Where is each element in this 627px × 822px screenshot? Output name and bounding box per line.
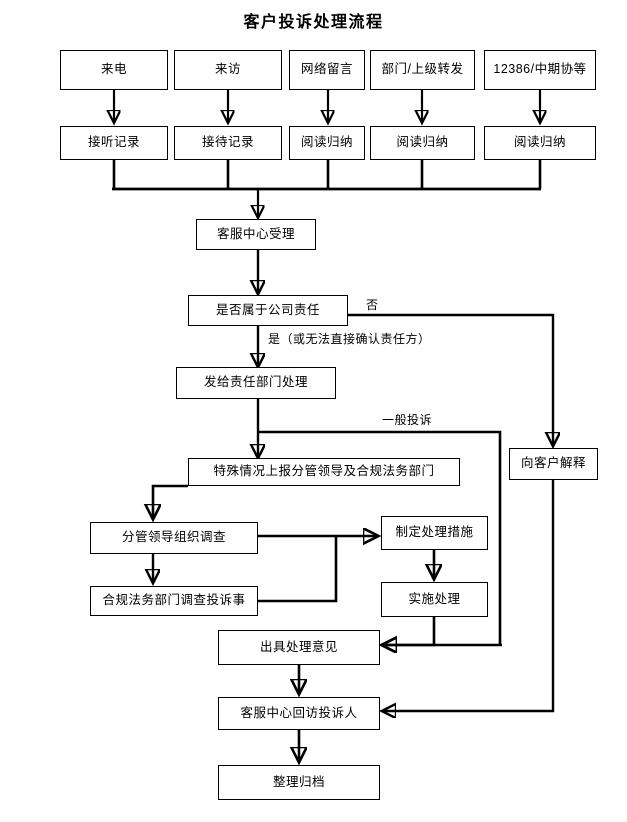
node-read-dept[interactable]: 阅读归纳 — [370, 126, 475, 160]
node-source-12386[interactable]: 12386/中期协等 — [484, 50, 596, 90]
edge-label-no: 否 — [366, 298, 379, 312]
node-revisit-complainant[interactable]: 客服中心回访投诉人 — [218, 697, 380, 730]
node-decision-company-liability[interactable]: 是否属于公司责任 — [188, 295, 348, 326]
node-special-report[interactable]: 特殊情况上报分管领导及合规法务部门 — [188, 458, 460, 486]
node-archive[interactable]: 整理归档 — [218, 765, 380, 800]
node-accept[interactable]: 客服中心受理 — [196, 219, 316, 250]
node-explain-to-customer[interactable]: 向客户解释 — [509, 448, 598, 480]
edge-legal-to-measure — [258, 536, 338, 603]
page-title: 客户投诉处理流程 — [243, 14, 384, 31]
node-source-call[interactable]: 来电 — [60, 50, 168, 90]
node-record-call[interactable]: 接听记录 — [60, 126, 168, 160]
node-issue-opinion[interactable]: 出具处理意见 — [218, 630, 380, 665]
node-legal-investigate[interactable]: 合规法务部门调查投诉事 — [90, 586, 258, 616]
edge-label-general-complaint: 一般投诉 — [382, 413, 433, 427]
node-send-to-dept[interactable]: 发给责任部门处理 — [176, 367, 336, 399]
node-source-dept-forward[interactable]: 部门/上级转发 — [370, 50, 475, 90]
node-implement[interactable]: 实施处理 — [381, 582, 488, 617]
edge-implement-to-opinion — [384, 617, 436, 645]
edge-special-to-leader — [153, 484, 188, 517]
node-leader-investigate[interactable]: 分管领导组织调查 — [90, 522, 258, 554]
node-read-web[interactable]: 阅读归纳 — [289, 126, 365, 160]
node-source-visit[interactable]: 来访 — [174, 50, 282, 90]
node-record-visit[interactable]: 接待记录 — [174, 126, 282, 160]
node-source-web-message[interactable]: 网络留言 — [289, 50, 365, 90]
edge-label-yes: 是（或无法直接确认责任方） — [268, 332, 431, 346]
node-read-12386[interactable]: 阅读归纳 — [484, 126, 596, 160]
node-make-measure[interactable]: 制定处理措施 — [381, 516, 488, 550]
